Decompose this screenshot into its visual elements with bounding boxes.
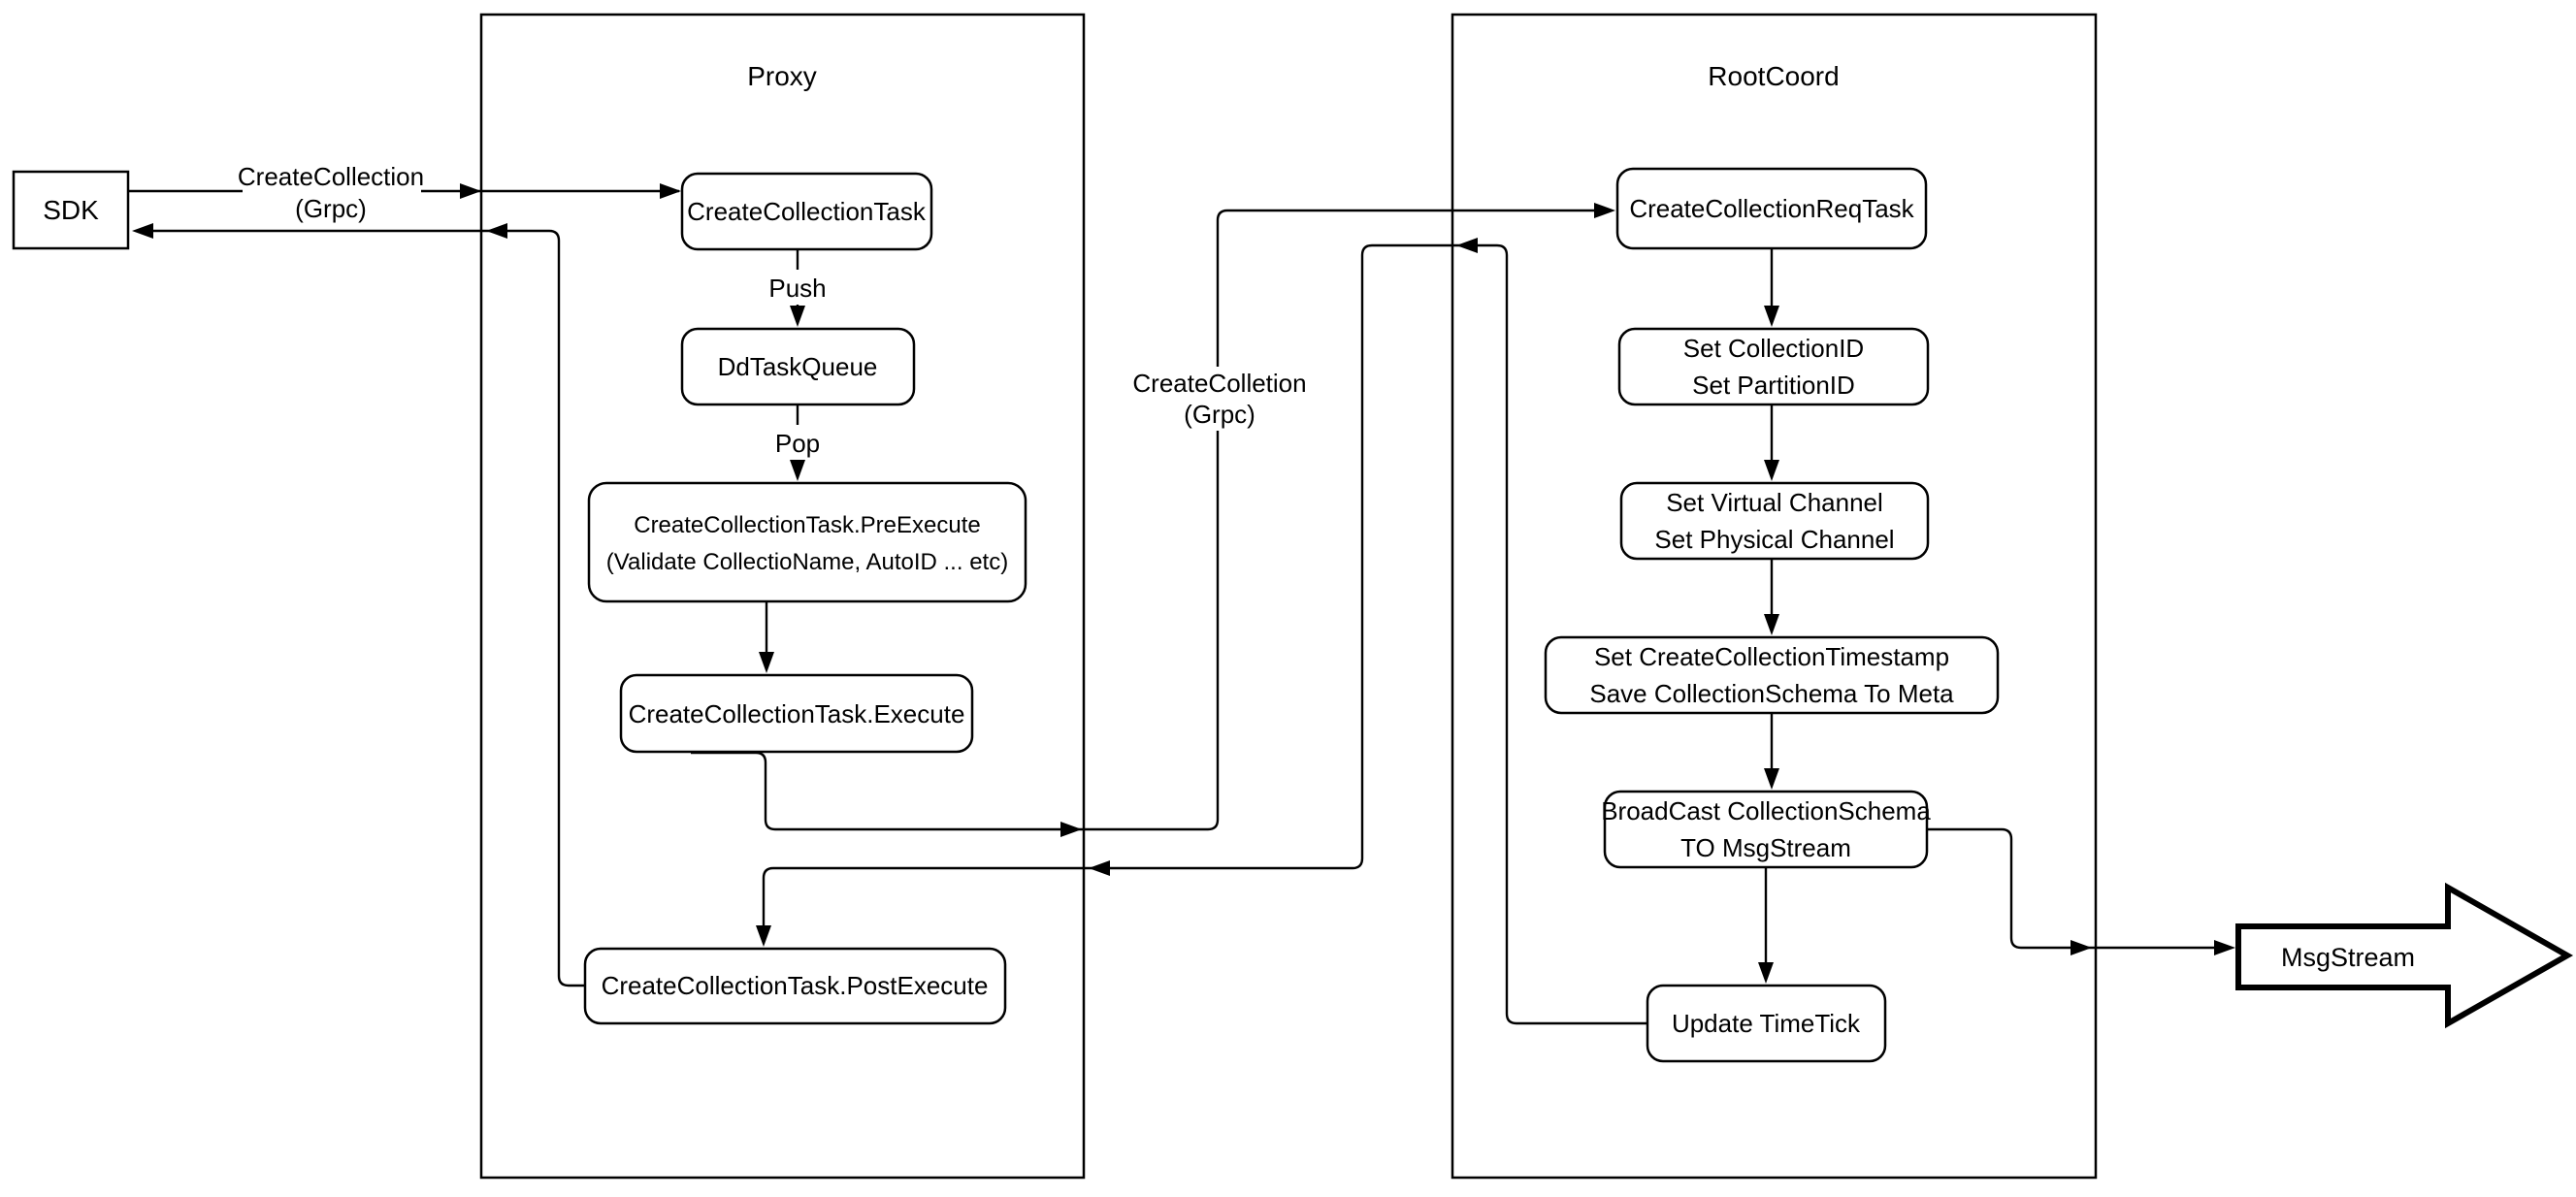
node-createcollectiontask-box bbox=[680, 172, 933, 251]
node-sdk: SDK bbox=[12, 170, 130, 250]
edge-label-line2: (Grpc) bbox=[295, 194, 367, 223]
arrowhead bbox=[1758, 962, 1774, 984]
node-settimestamp: Set CreateCollectionTimestamp Save Colle… bbox=[1544, 635, 2000, 715]
arrowhead bbox=[460, 183, 481, 199]
arrowhead bbox=[756, 925, 771, 947]
edge-label-line2: (Grpc) bbox=[1184, 400, 1255, 429]
arrowhead bbox=[1060, 822, 1082, 837]
edge-label-createcolletion-grpc: CreateColletion (Grpc) bbox=[1129, 367, 1310, 431]
edge-settimestamp-to-broadcast bbox=[1764, 713, 1779, 790]
proxy-container-border bbox=[479, 13, 1086, 1180]
edge-line bbox=[691, 209, 1611, 831]
node-broadcast-line2: TO MsgStream bbox=[1680, 833, 1851, 862]
edge-broadcast-to-msgstream bbox=[1927, 827, 2235, 955]
node-preexecute: CreateCollectionTask.PreExecute (Validat… bbox=[587, 481, 1027, 603]
node-sdk-label: SDK bbox=[43, 195, 99, 225]
edge-postexecute-to-sdk bbox=[132, 223, 585, 987]
node-settimestamp-box bbox=[1544, 635, 2000, 715]
edge-label-pop: Pop bbox=[775, 429, 820, 458]
edge-line bbox=[1927, 827, 2232, 950]
edge-execute-to-createcollectionreqtask bbox=[691, 203, 1615, 837]
node-updatetimetick: Update TimeTick bbox=[1646, 984, 1887, 1063]
node-setchannels-box bbox=[1619, 481, 1930, 561]
node-postexecute-label: CreateCollectionTask.PostExecute bbox=[602, 971, 989, 1000]
node-createcollectionreqtask: CreateCollectionReqTask bbox=[1615, 167, 1928, 250]
node-broadcast-box bbox=[1603, 790, 1929, 869]
node-setids: Set CollectionID Set PartitionID bbox=[1617, 327, 1930, 406]
arrowhead bbox=[1456, 238, 1478, 253]
node-settimestamp-line1: Set CreateCollectionTimestamp bbox=[1594, 642, 1949, 671]
arrowhead bbox=[790, 460, 805, 481]
arrowhead bbox=[2071, 940, 2092, 955]
node-execute: CreateCollectionTask.Execute bbox=[619, 673, 974, 754]
proxy-container-title: Proxy bbox=[747, 61, 817, 91]
node-createcollectiontask-label: CreateCollectionTask bbox=[687, 197, 927, 226]
node-msgstream: MsgStream bbox=[2235, 882, 2574, 1029]
node-createcollectionreqtask-label: CreateCollectionReqTask bbox=[1629, 194, 1914, 223]
node-createcollectionreqtask-box bbox=[1615, 167, 1928, 250]
node-setids-line2: Set PartitionID bbox=[1692, 371, 1855, 400]
node-setchannels-line1: Set Virtual Channel bbox=[1666, 488, 1883, 517]
edge-label-bg bbox=[765, 270, 831, 305]
rootcoord-container-border bbox=[1451, 13, 2098, 1180]
arrowhead bbox=[759, 652, 774, 673]
arrowhead bbox=[132, 223, 153, 239]
node-ddtaskqueue: DdTaskQueue bbox=[680, 327, 916, 406]
edge-reqtask-to-setids bbox=[1764, 248, 1779, 327]
node-execute-box bbox=[619, 673, 974, 754]
node-settimestamp-line2: Save CollectionSchema To Meta bbox=[1589, 679, 1954, 708]
edge-label-line1: CreateColletion bbox=[1132, 369, 1306, 398]
arrowhead bbox=[1764, 768, 1779, 790]
rootcoord-container: RootCoord bbox=[1451, 13, 2098, 1180]
node-preexecute-line2: (Validate CollectioName, AutoID ... etc) bbox=[606, 549, 1008, 575]
node-setids-box bbox=[1617, 327, 1930, 406]
arrowhead bbox=[1764, 306, 1779, 327]
edge-label-createcollection-grpc: CreateCollection (Grpc) bbox=[238, 159, 424, 225]
edge-updatetimetick-to-postexecute bbox=[756, 238, 1647, 1025]
node-msgstream-label: MsgStream bbox=[2281, 943, 2415, 972]
edge-label-bg bbox=[1129, 367, 1310, 431]
node-setids-line1: Set CollectionID bbox=[1683, 334, 1864, 363]
edge-setids-to-setchannels bbox=[1764, 404, 1779, 481]
edge-label-line1: CreateCollection bbox=[238, 162, 424, 191]
node-sdk-box bbox=[12, 170, 130, 250]
node-postexecute-box bbox=[583, 947, 1007, 1025]
node-postexecute: CreateCollectionTask.PostExecute bbox=[583, 947, 1007, 1025]
arrowhead bbox=[2214, 940, 2235, 955]
node-broadcast: BroadCast CollectionSchema TO MsgStream bbox=[1601, 790, 1931, 869]
arrowhead bbox=[1764, 614, 1779, 635]
arrowhead bbox=[660, 183, 681, 199]
node-execute-label: CreateCollectionTask.Execute bbox=[629, 699, 965, 728]
edge-broadcast-to-updatetimetick bbox=[1758, 867, 1774, 984]
node-updatetimetick-box bbox=[1646, 984, 1887, 1063]
msgstream-arrow-shape bbox=[2235, 882, 2574, 1029]
node-ddtaskqueue-label: DdTaskQueue bbox=[718, 352, 878, 381]
node-createcollectiontask: CreateCollectionTask bbox=[680, 172, 933, 251]
edge-setchannels-to-settimestamp bbox=[1764, 559, 1779, 635]
edge-label-push: Push bbox=[765, 270, 831, 305]
edge-preexecute-to-execute bbox=[759, 601, 774, 673]
edge-label-bg bbox=[766, 425, 827, 460]
node-preexecute-box bbox=[587, 481, 1027, 603]
node-preexecute-line1: CreateCollectionTask.PreExecute bbox=[634, 512, 981, 538]
arrowhead bbox=[1089, 860, 1110, 876]
edge-label-push: Push bbox=[768, 274, 826, 303]
edge-line bbox=[136, 229, 585, 987]
node-broadcast-line1: BroadCast CollectionSchema bbox=[1601, 796, 1931, 825]
arrowhead bbox=[486, 223, 507, 239]
node-updatetimetick-label: Update TimeTick bbox=[1672, 1009, 1861, 1038]
proxy-container: Proxy bbox=[479, 13, 1086, 1180]
edge-label-pop: Pop bbox=[766, 425, 827, 460]
node-ddtaskqueue-box bbox=[680, 327, 916, 406]
node-setchannels: Set Virtual Channel Set Physical Channel bbox=[1619, 481, 1930, 561]
arrowhead bbox=[790, 306, 805, 327]
node-setchannels-line2: Set Physical Channel bbox=[1654, 525, 1894, 554]
arrowhead bbox=[1764, 460, 1779, 481]
edge-line bbox=[762, 243, 1647, 1025]
edge-label-bg bbox=[243, 159, 421, 225]
arrowhead bbox=[1594, 203, 1615, 218]
rootcoord-container-title: RootCoord bbox=[1708, 61, 1839, 91]
